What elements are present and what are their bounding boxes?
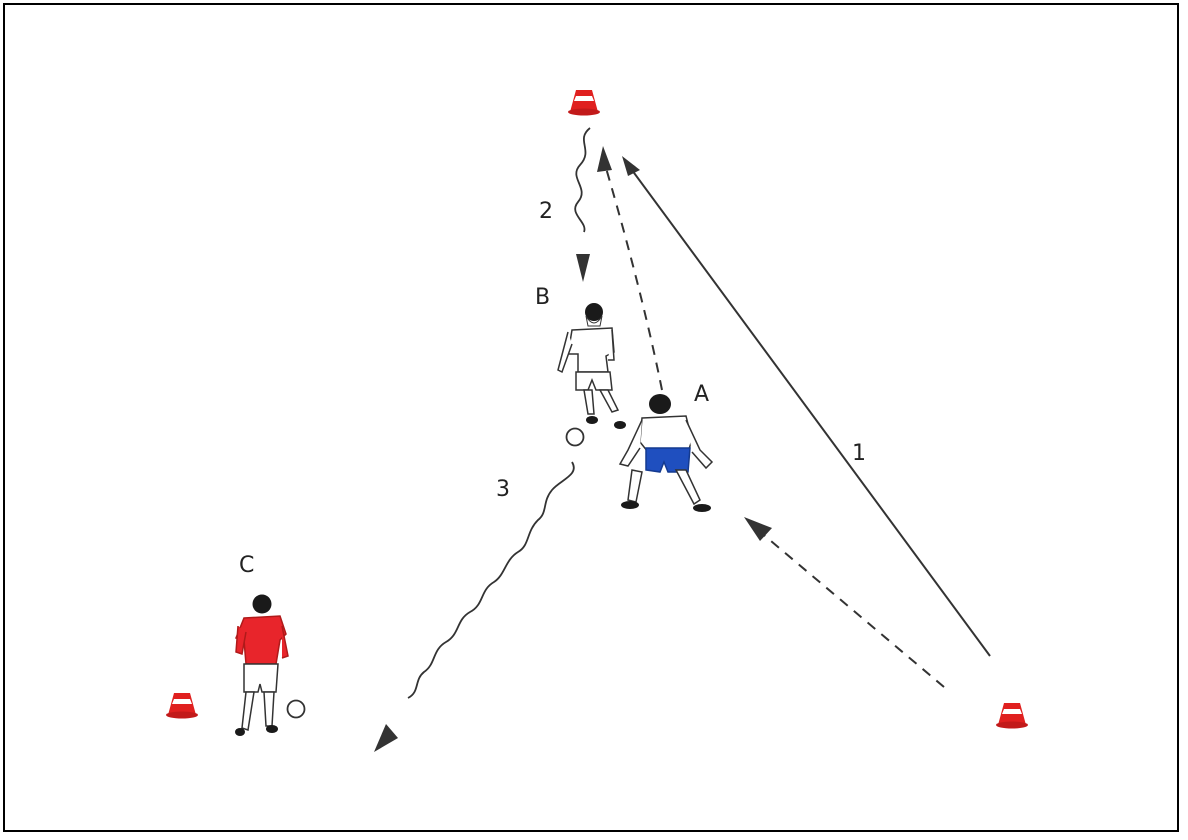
dribble-arrowhead-2 [576, 254, 590, 282]
pass-arrowhead-to-a [744, 517, 772, 541]
dribble-arrowhead-3 [374, 724, 398, 752]
pass-arrow-to-a [752, 525, 944, 687]
step-label-3: 3 [496, 477, 510, 502]
dribble-arrow-2 [575, 128, 590, 232]
dribble-arrow-3 [408, 462, 574, 698]
player-label-a: A [694, 382, 709, 407]
player-c-figure [235, 595, 288, 737]
step-label-2: 2 [539, 199, 553, 224]
player-label-c: C [239, 553, 254, 578]
run-arrowhead-a-to-top [597, 146, 612, 172]
cone-icon-top [568, 90, 600, 116]
cone-icon-right [996, 703, 1028, 729]
player-a-figure [620, 394, 712, 512]
player-b-figure [558, 303, 626, 429]
cone-icon-left [166, 693, 198, 719]
player-label-b: B [535, 285, 550, 310]
ball-icon-c [288, 701, 305, 718]
step-label-1: 1 [852, 441, 866, 466]
run-arrow-1 [626, 162, 990, 656]
run-arrowhead-1 [622, 156, 640, 176]
ball-icon-b [567, 429, 584, 446]
